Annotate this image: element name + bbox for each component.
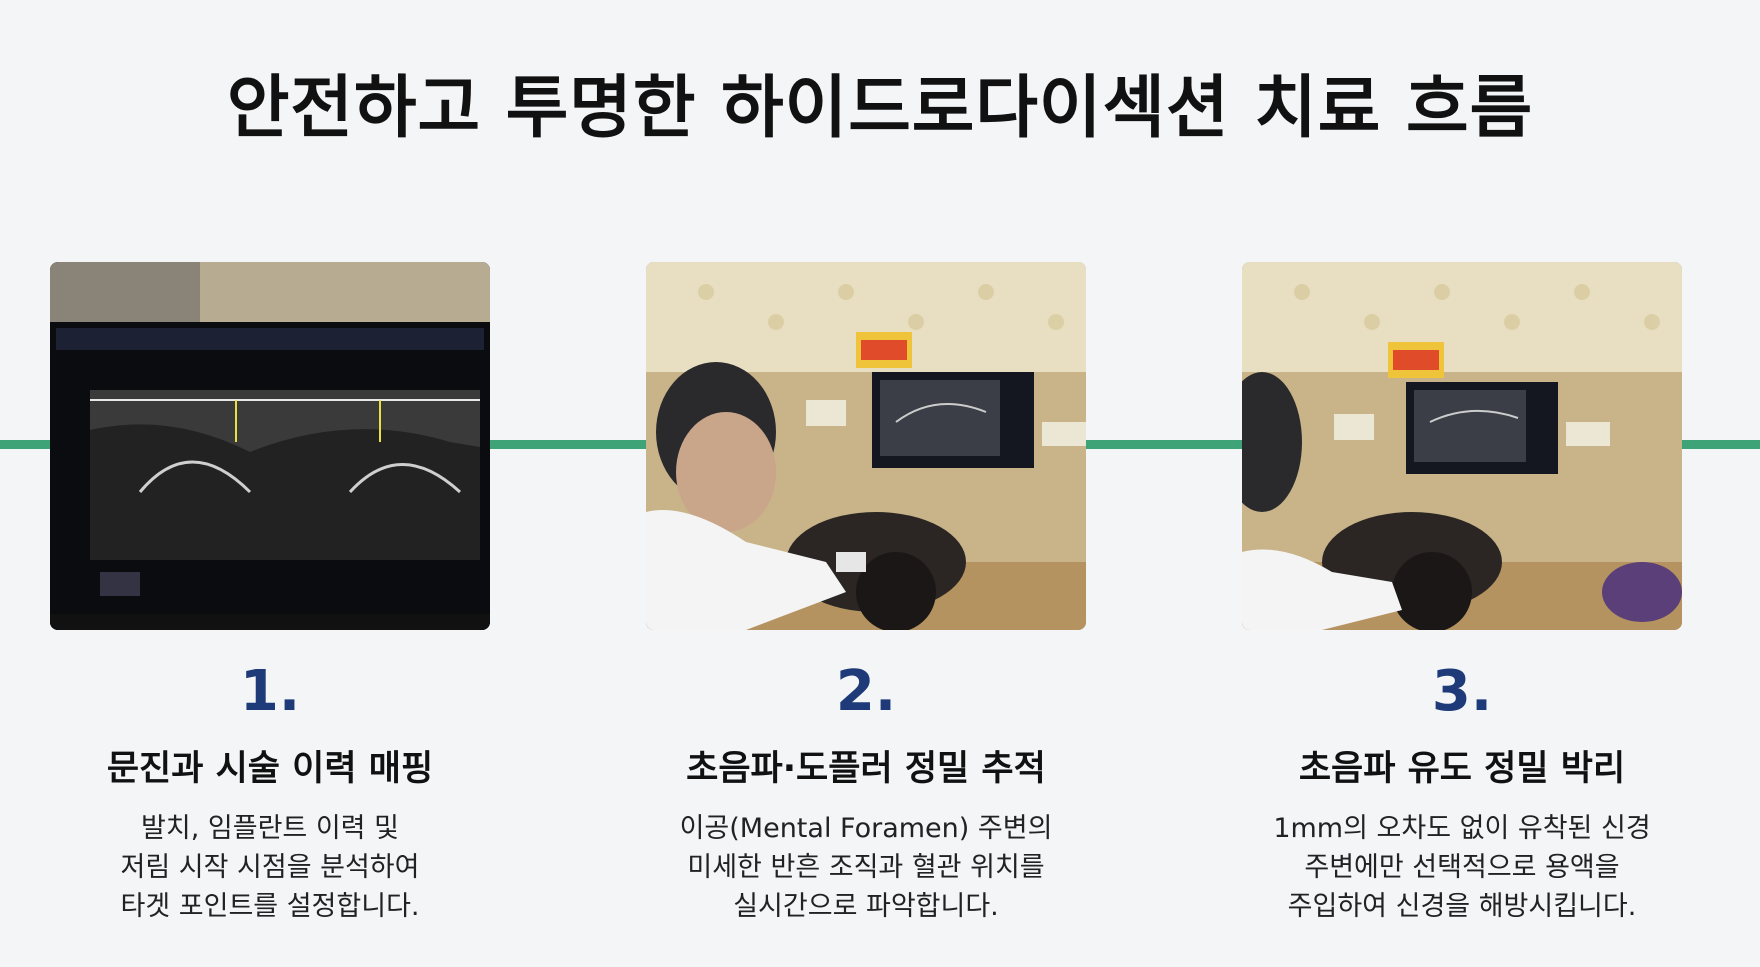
step-number: 3. [1431, 659, 1493, 724]
doctor-exam-image [646, 262, 1086, 630]
ultrasound-guided-injection-photo [1242, 262, 1682, 630]
step-description-line: 주변에만 선택적으로 용액을 [1304, 852, 1620, 883]
injection-procedure-image [1242, 262, 1682, 630]
ultrasound-screen-photo [50, 262, 490, 630]
page-title: 안전하고 투명한 하이드로다이섹션 치료 흐름 [226, 69, 1534, 148]
step-number: 1. [239, 659, 301, 724]
step-description-line: 미세한 반흔 조직과 혈관 위치를 [687, 852, 1045, 883]
step-description-line: 타겟 포인트를 설정합니다. [120, 891, 420, 922]
step-description-line: 주입하여 신경을 해방시킵니다. [1287, 891, 1637, 922]
step-number: 2. [835, 659, 897, 724]
step-heading: 초음파 유도 정밀 박리 [1298, 749, 1626, 789]
step-description-line: 이공(Mental Foramen) 주변의 [679, 813, 1053, 844]
step-description: 1mm의 오차도 없이 유착된 신경 주변에만 선택적으로 용액을 주입하여 신… [1273, 809, 1650, 926]
step-description: 이공(Mental Foramen) 주변의 미세한 반흔 조직과 혈관 위치를… [680, 809, 1053, 926]
step-description-line: 1mm의 오차도 없이 유착된 신경 [1273, 813, 1651, 844]
step-card-3: 3. 초음파 유도 정밀 박리 1mm의 오차도 없이 유착된 신경 주변에만 … [1242, 262, 1682, 926]
step-description-line: 저림 시작 시점을 분석하여 [120, 852, 420, 883]
step-card-2: 2. 초음파·도플러 정밀 추적 이공(Mental Foramen) 주변의 … [646, 262, 1086, 926]
step-description: 발치, 임플란트 이력 및 저림 시작 시점을 분석하여 타겟 포인트를 설정합… [121, 809, 420, 926]
doctor-ultrasound-exam-photo [646, 262, 1086, 630]
step-card-1: 1. 문진과 시술 이력 매핑 발치, 임플란트 이력 및 저림 시작 시점을 … [50, 262, 490, 926]
step-description-line: 실시간으로 파악합니다. [733, 891, 999, 922]
ultrasound-screen-image [50, 262, 490, 630]
step-heading: 초음파·도플러 정밀 추적 [686, 749, 1046, 789]
step-heading: 문진과 시술 이력 매핑 [106, 749, 434, 789]
step-description-line: 발치, 임플란트 이력 및 [141, 813, 399, 844]
